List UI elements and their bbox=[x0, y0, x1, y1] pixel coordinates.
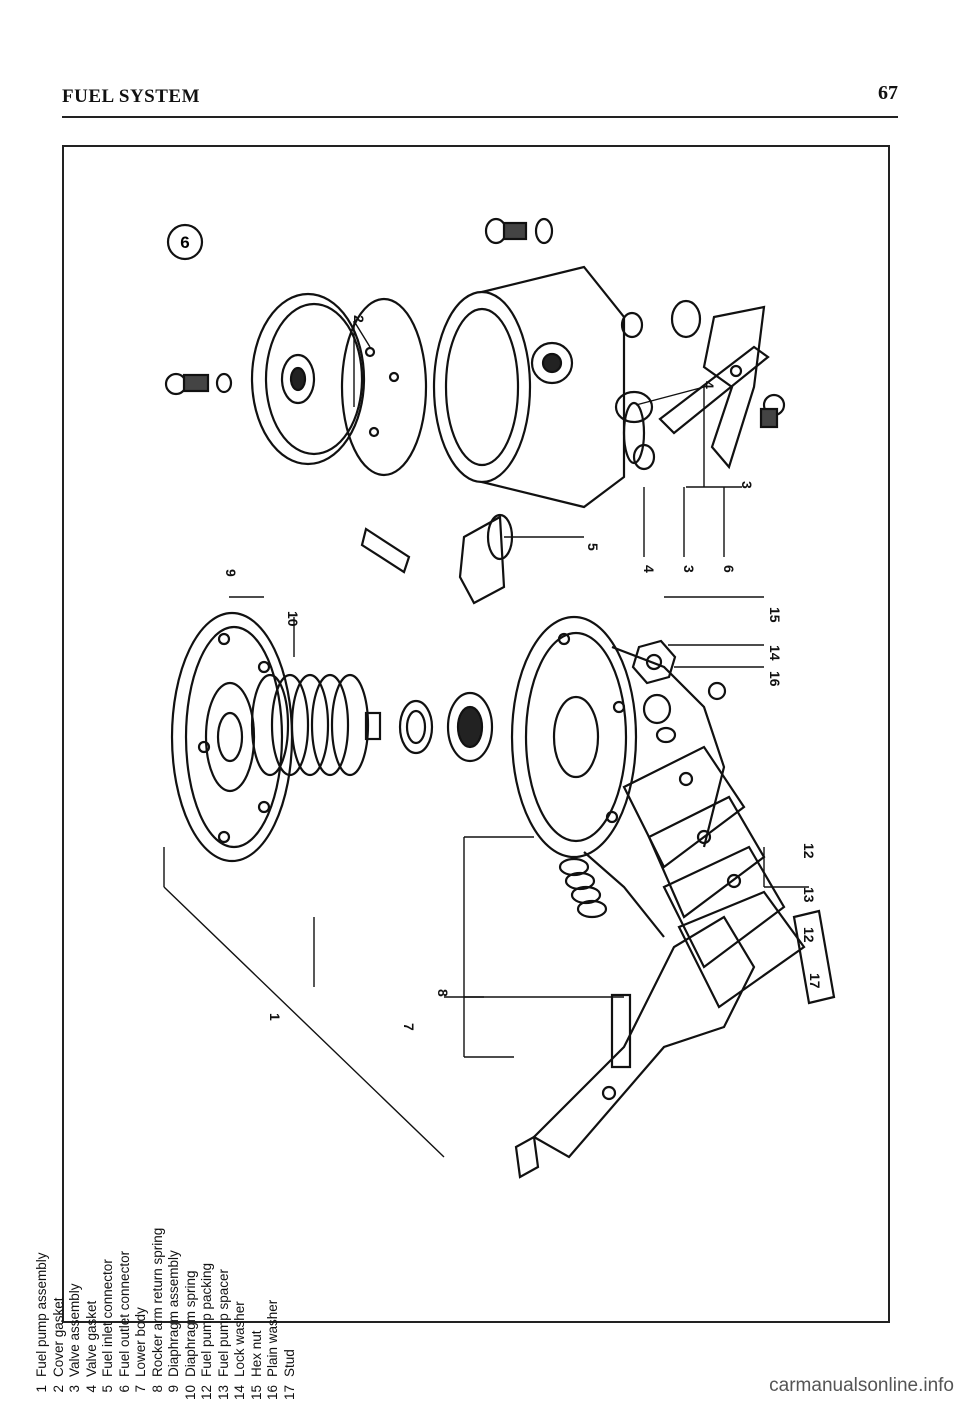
callout-1: 1 bbox=[267, 1013, 283, 1021]
legend-item-number: 9 bbox=[166, 1385, 181, 1393]
legend-item-text: Valve assembly bbox=[67, 1283, 82, 1377]
legend-item: 8 Rocker arm return spring bbox=[150, 1107, 167, 1407]
legend-item-text: Fuel outlet connector bbox=[116, 1250, 132, 1377]
callout-3b: 3 bbox=[681, 565, 697, 573]
legend-item-text: Diaphragm spring bbox=[182, 1270, 198, 1377]
legend-item-text: Stud bbox=[281, 1349, 297, 1377]
diaphragm-spring bbox=[250, 673, 382, 777]
callout-14: 14 bbox=[767, 645, 783, 661]
valve-assembly bbox=[614, 299, 770, 471]
oil-seal-parts bbox=[398, 691, 494, 763]
legend-item: 12 Fuel pump packing bbox=[199, 1107, 216, 1407]
legend-item: 9 Diaphragm assembly bbox=[166, 1107, 183, 1407]
fuel-pump-exploded-diagram: 6 2 4 3 4 3 6 5 9 10 15 14 16 12 13 12 1… bbox=[163, 217, 836, 1179]
page-header: FUEL SYSTEM 67 bbox=[62, 82, 898, 118]
callout-3a: 3 bbox=[739, 481, 755, 489]
legend-item: 13 Fuel pump spacer bbox=[216, 1107, 233, 1407]
rocker-arm bbox=[514, 915, 756, 1179]
legend-item-text: Plain washer bbox=[265, 1299, 280, 1377]
legend-item: 17 Stud bbox=[282, 1107, 299, 1407]
fuel-inlet-connector bbox=[360, 513, 514, 605]
rocker-arm-pin bbox=[601, 993, 632, 1101]
legend-item: 3 Valve assembly bbox=[67, 1107, 84, 1407]
diaphragm-assembly bbox=[170, 611, 294, 863]
callout-6: 6 bbox=[721, 565, 737, 573]
callout-12a: 12 bbox=[801, 843, 817, 859]
upper-body bbox=[432, 265, 626, 509]
legend-item: 4 Valve gasket bbox=[84, 1107, 101, 1407]
legend-item-text: Lock washer bbox=[232, 1301, 247, 1377]
callout-17: 17 bbox=[807, 973, 823, 989]
legend-item-number: 3 bbox=[67, 1385, 82, 1393]
pump-cover bbox=[250, 292, 366, 466]
callout-12b: 12 bbox=[801, 927, 817, 943]
callout-2: 2 bbox=[351, 315, 367, 323]
legend-item: 14 Lock washer bbox=[232, 1107, 249, 1407]
legend-item-text: Valve gasket bbox=[83, 1300, 99, 1377]
legend-item-number: 1 bbox=[34, 1385, 49, 1393]
legend-item-number: 15 bbox=[248, 1385, 264, 1401]
legend-item-number: 5 bbox=[100, 1385, 115, 1393]
legend-item-number: 17 bbox=[281, 1385, 297, 1401]
legend-item-number: 7 bbox=[133, 1385, 148, 1393]
legend-item: 15 Hex nut bbox=[249, 1107, 266, 1407]
legend-item: 7 Lower body bbox=[133, 1107, 150, 1407]
packings-and-spacer bbox=[622, 745, 806, 1009]
legend-item-number: 13 bbox=[215, 1385, 231, 1401]
section-title: FUEL SYSTEM bbox=[62, 86, 201, 107]
callout-5: 5 bbox=[585, 543, 601, 551]
callout-10: 10 bbox=[285, 611, 301, 627]
rocker-arm-return-spring bbox=[558, 857, 608, 919]
legend-item-number: 10 bbox=[182, 1385, 198, 1401]
callout-4a: 4 bbox=[701, 381, 717, 389]
page-number: 67 bbox=[878, 82, 898, 104]
legend-item: 5 Fuel inlet connector bbox=[100, 1107, 117, 1407]
legend-item-number: 14 bbox=[232, 1385, 247, 1401]
legend-item-number: 6 bbox=[116, 1385, 132, 1393]
callout-13: 13 bbox=[801, 887, 817, 903]
legend-item-text: Diaphragm assembly bbox=[166, 1250, 181, 1377]
callout-15: 15 bbox=[767, 607, 783, 623]
fasteners bbox=[631, 639, 836, 1005]
legend-item: 6 Fuel outlet connector bbox=[117, 1107, 134, 1407]
figure-number: 6 bbox=[180, 233, 189, 252]
legend-item: 16 Plain washer bbox=[265, 1107, 282, 1407]
retainer-screw bbox=[759, 393, 786, 429]
callout-4b: 4 bbox=[641, 565, 657, 573]
legend-item-number: 12 bbox=[199, 1385, 214, 1401]
legend-item-number: 8 bbox=[149, 1385, 165, 1393]
callout-9: 9 bbox=[223, 569, 239, 577]
callout-16: 16 bbox=[767, 671, 783, 687]
callout-8: 8 bbox=[435, 989, 451, 997]
legend-item-text: Cover gasket bbox=[50, 1297, 66, 1377]
legend-item: 10 Diaphragm spring bbox=[183, 1107, 200, 1407]
legend-item-text: Lower body bbox=[133, 1307, 148, 1377]
legend-item-text: Fuel pump packing bbox=[199, 1262, 214, 1377]
legend-item-text: Fuel inlet connector bbox=[100, 1259, 115, 1377]
legend-item-text: Rocker arm return spring bbox=[149, 1227, 165, 1377]
cover-screw bbox=[164, 372, 233, 396]
legend-item-text: Fuel pump assembly bbox=[34, 1252, 49, 1377]
legend-item-text: Fuel pump spacer bbox=[215, 1268, 231, 1377]
cover-gasket bbox=[340, 297, 428, 477]
valve-retainer-plate bbox=[702, 305, 766, 470]
legend-item: 2 Cover gasket bbox=[51, 1107, 68, 1407]
valve-retainer-screw bbox=[484, 217, 554, 245]
callout-7: 7 bbox=[401, 1023, 417, 1031]
figure-frame: 6 2 4 3 4 3 6 5 9 10 15 14 16 12 13 12 1… bbox=[34, 145, 890, 1400]
legend-item-number: 4 bbox=[83, 1385, 99, 1393]
legend-item-number: 2 bbox=[50, 1385, 66, 1393]
legend-item-number: 16 bbox=[265, 1385, 280, 1401]
watermark: carmanualsonline.info bbox=[769, 1375, 954, 1396]
legend-item: 1 Fuel pump assembly bbox=[34, 1107, 51, 1407]
legend-item-text: Hex nut bbox=[248, 1330, 264, 1377]
